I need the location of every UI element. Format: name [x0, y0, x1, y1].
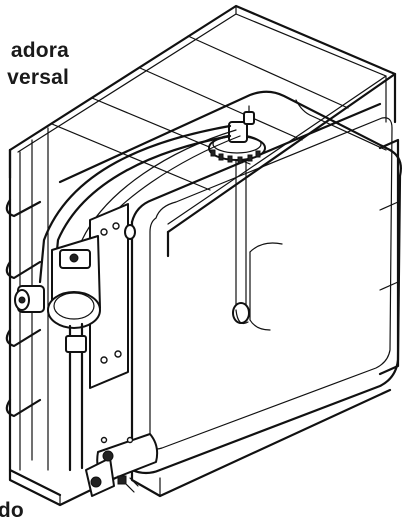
tank-cap-with-fitting	[208, 105, 266, 164]
label-top-line-1: adora	[10, 39, 69, 62]
tank-body	[8, 90, 402, 507]
label-top-line-2: versal	[7, 66, 69, 89]
label-bottom: ado	[0, 499, 24, 522]
cage-frame	[5, 4, 400, 497]
cap-grip-teeth	[210, 149, 261, 164]
internal-dip-tube	[232, 145, 250, 325]
pump-assembly	[14, 203, 136, 472]
bottom-ball-valve	[85, 433, 159, 497]
